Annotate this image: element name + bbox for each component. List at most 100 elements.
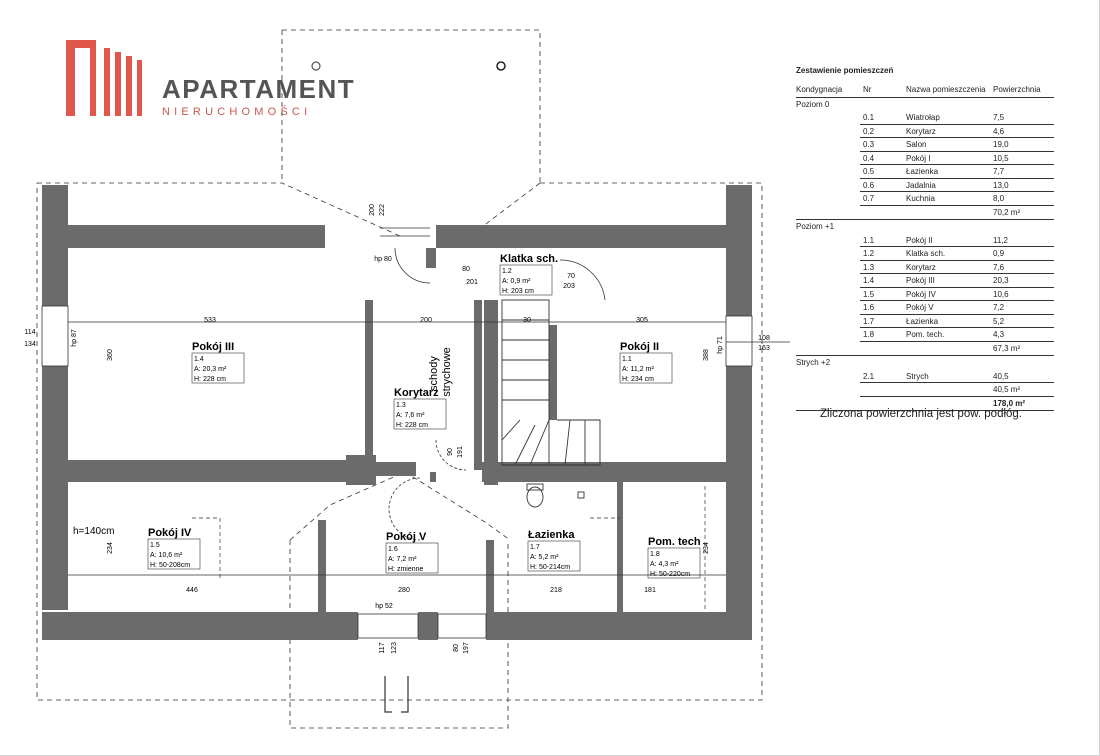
room-area: A: 4,3 m² (650, 561, 679, 568)
brand-name: APARTAMENT (162, 74, 356, 104)
room-name: Pokój III (192, 341, 234, 353)
dim-200: 200 (420, 317, 432, 324)
room-number-cell: 1.8 (863, 330, 875, 339)
subtotal-cell: 70,2 m² (993, 207, 1021, 217)
table-level-row: Poziom +1 (796, 220, 1054, 234)
registered-icon (311, 61, 321, 71)
level-label: Poziom 0 (796, 99, 830, 109)
room-height: H: 50-214cm (530, 564, 570, 571)
room-area: A: 10,6 m² (150, 552, 183, 559)
level-label: Poziom +1 (796, 222, 835, 231)
room-number-cell: 1.1 (863, 235, 875, 245)
dim-533: 533 (204, 317, 216, 324)
room-height: H: 203 cm (502, 288, 534, 295)
room-name: Pokój IV (148, 527, 192, 539)
room-number: 1.7 (530, 544, 540, 551)
room-name-cell: Łazienka (906, 167, 939, 176)
room-number: 1.6 (388, 546, 398, 553)
table-title: Zestawienie pomieszczeń (796, 66, 894, 75)
company-logo: APARTAMENT NIERUCHOMOŚCI (66, 40, 354, 120)
room-number: 1.8 (650, 551, 660, 558)
table-header: Kondygnacja Nr Nazwa pomieszczenia Powie… (796, 83, 1054, 98)
room-name-cell: Pokój V (906, 303, 934, 312)
room-name: Klatka sch. (500, 253, 558, 265)
room-tag-box (647, 547, 701, 579)
room-name-cell: Pokój I (906, 153, 931, 163)
table-subtotal-row: 67,3 m² (796, 342, 1054, 356)
table-level-row: Strych +2 (796, 356, 1054, 370)
room-tag-box (619, 352, 673, 384)
room-area: A: 11,2 m² (622, 366, 654, 373)
stairs-attic-label: schody strychowe (428, 347, 453, 397)
dim-30: 30 (523, 317, 531, 324)
table-total-row: 178,0 m² (796, 397, 1054, 411)
room-area-cell: 11,2 (993, 235, 1008, 245)
room-area-cell: 10,5 (993, 153, 1009, 163)
dim-218: 218 (550, 587, 562, 594)
dim-446: 446 (186, 587, 198, 594)
header-area: Powierzchnia (993, 85, 1041, 94)
room-height: H: 50-220cm (650, 571, 690, 578)
room-tag-box (191, 352, 245, 384)
room-area-cell: 10,6 (993, 289, 1009, 299)
total-cell: 178,0 m² (993, 398, 1026, 408)
label-hp87: hp 87 (71, 329, 78, 347)
room-schedule-table: Zestawienie pomieszczeń Kondygnacja Nr N… (796, 66, 1054, 411)
room-label: Pokój II1.1A: 11,2 m²H: 234 cm (619, 341, 673, 384)
room-number-cell: 0.1 (863, 113, 875, 122)
dim-201: 201 (466, 279, 478, 286)
dim-234-left: 234 (107, 542, 114, 554)
room-name: Pokój V (386, 531, 427, 543)
dim-181: 181 (644, 587, 656, 594)
room-number-cell: 0.5 (863, 167, 875, 176)
room-label: Pokój IV1.5A: 10,6 m²H: 50-208cm (147, 527, 201, 570)
room-number-cell: 1.2 (863, 249, 875, 258)
room-label: Pokój V1.6A: 7,2 m²H: zmienne (385, 531, 439, 574)
room-area-cell: 7,5 (993, 113, 1005, 122)
room-height: H: zmienne (388, 566, 424, 573)
dim-191: 191 (457, 446, 464, 458)
label-h140: h=140cm (73, 526, 114, 537)
room-area-cell: 5,2 (993, 316, 1005, 326)
room-number-cell: 1.4 (863, 276, 875, 285)
dim-203: 203 (563, 283, 575, 290)
dim-90: 90 (447, 448, 454, 456)
room-tag-box (385, 542, 439, 574)
dim-80: 80 (462, 266, 470, 273)
dim-280: 280 (398, 587, 410, 594)
roof-vent-icon (496, 61, 506, 71)
room-name: Łazienka (528, 529, 575, 541)
room-number-cell: 1.6 (863, 303, 875, 312)
room-number: 1.5 (150, 542, 160, 549)
table-subtotal-row: 40,5 m² (796, 383, 1054, 397)
toilet-icon (526, 486, 544, 508)
room-area-cell: 4,3 (993, 330, 1005, 339)
room-number-cell: 1.5 (863, 289, 875, 299)
subtotal-cell: 67,3 m² (993, 343, 1021, 353)
room-number-cell: 0.2 (863, 126, 875, 136)
dim-388: 388 (703, 349, 710, 361)
dim-70: 70 (567, 273, 575, 280)
subtotal-cell: 40,5 m² (993, 385, 1021, 394)
dim-222: 222 (379, 204, 386, 216)
room-number-cell: 2.1 (863, 371, 875, 381)
room-name-cell: Korytarz (906, 126, 936, 136)
header-name: Nazwa pomieszczenia (906, 85, 986, 94)
room-number: 1.2 (502, 268, 512, 275)
label-hp80: hp 80 (374, 256, 392, 263)
